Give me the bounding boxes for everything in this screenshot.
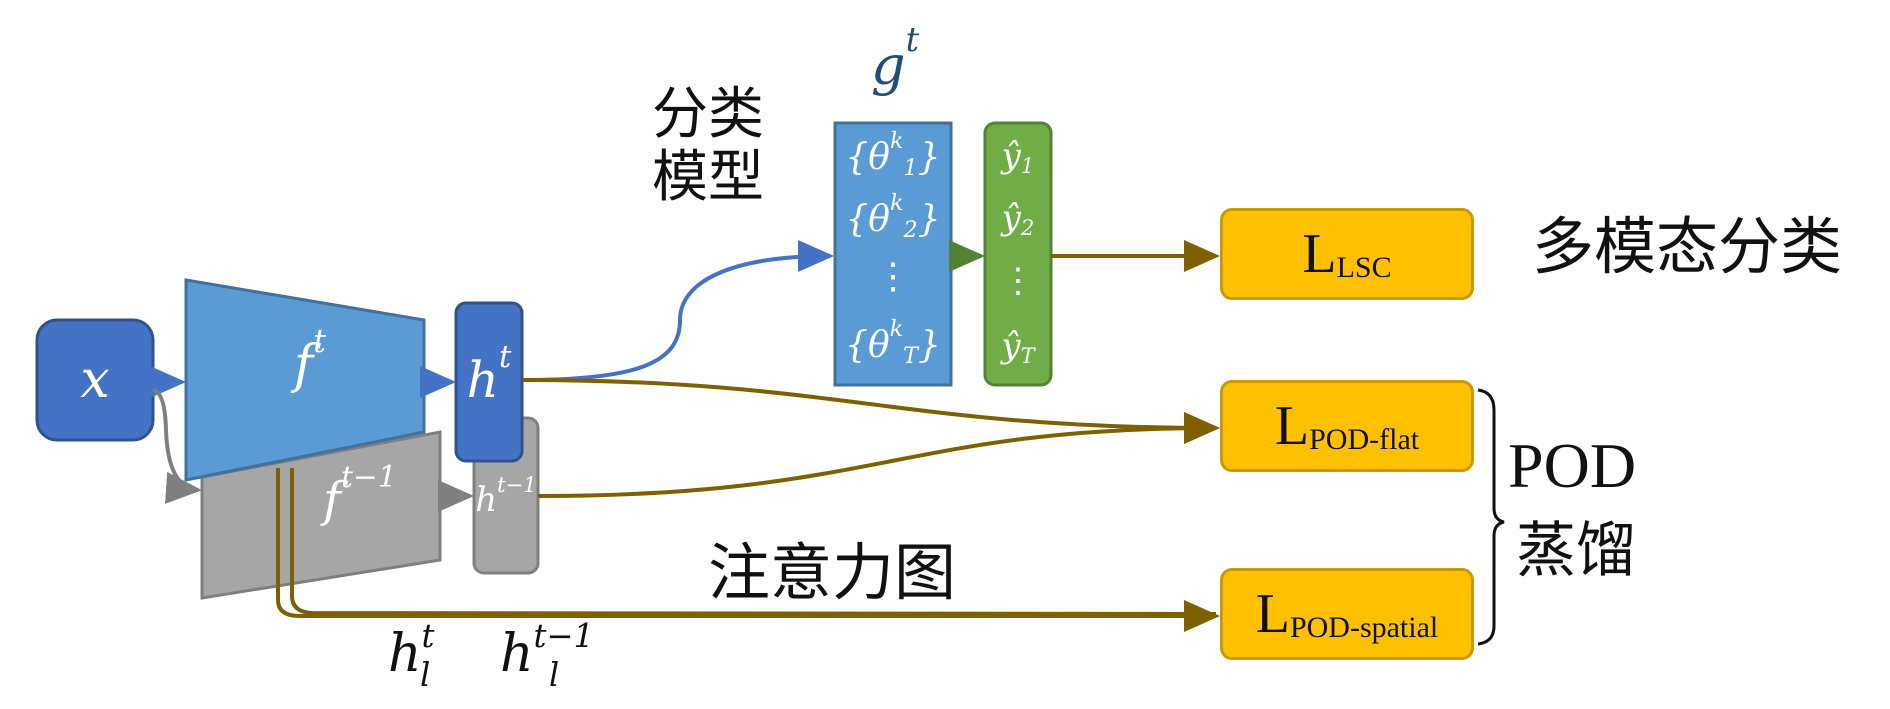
arrow-old-feature-to-pod-flat bbox=[537, 412, 1220, 498]
attention-map-label: 注意力图 bbox=[708, 536, 957, 609]
output-3-base: ŷ bbox=[1001, 326, 1021, 366]
param-2-sup: k bbox=[889, 190, 904, 217]
param-2-sub: 2 bbox=[903, 216, 918, 243]
param-1-close: } bbox=[917, 137, 941, 178]
param-3-sub: T bbox=[903, 342, 919, 369]
param-3-close: } bbox=[918, 325, 941, 366]
new-encoder-base: f bbox=[293, 335, 314, 395]
output-1-base: ŷ bbox=[1001, 136, 1021, 176]
intermediate-old-sub: l bbox=[548, 655, 560, 694]
intermediate-new-sup: t bbox=[421, 616, 435, 655]
pod-label: POD bbox=[1508, 434, 1636, 498]
intermediate-old-base: h bbox=[500, 624, 534, 684]
arrow-feature-to-pod-flat bbox=[521, 378, 1220, 444]
new-feature-base: h bbox=[466, 351, 499, 409]
old-feature-sup: t−1 bbox=[497, 471, 537, 497]
loss-pod-spatial-main: L bbox=[1255, 583, 1290, 645]
new-feature-sup: t bbox=[498, 338, 512, 375]
input-label: x bbox=[80, 350, 110, 410]
input-node: x bbox=[37, 320, 153, 440]
intermediate-old-sup: t−1 bbox=[533, 616, 594, 655]
multimodal-classification-label: 多模态分类 bbox=[1532, 210, 1843, 283]
param-1-base: {θ bbox=[845, 137, 890, 178]
classifier-caption: 分类 模型 bbox=[652, 82, 764, 210]
arrow-new-attention-to-pod-spatial bbox=[276, 468, 1220, 632]
classifier-dots: ⋮ bbox=[835, 252, 951, 302]
param-3-base: {θ bbox=[845, 325, 890, 366]
classifier-caption-line2: 模型 bbox=[652, 144, 764, 210]
arrow-feature-to-classifier bbox=[521, 240, 834, 382]
output-2-sub: 2 bbox=[1020, 214, 1035, 240]
output-3-sub: T bbox=[1020, 342, 1035, 368]
intermediate-old-label: ht−1l bbox=[500, 620, 594, 691]
param-2-base: {θ bbox=[845, 199, 890, 240]
new-encoder-shape bbox=[184, 278, 426, 482]
classifier-dots-glyph: ⋮ bbox=[875, 256, 911, 297]
output-1-sub: 1 bbox=[1020, 152, 1035, 178]
old-encoder-shape bbox=[200, 430, 442, 600]
intermediate-new-label: htl bbox=[388, 620, 434, 691]
param-3-sup: k bbox=[889, 316, 904, 343]
arrow-old-attention-to-pod-spatial bbox=[290, 468, 1217, 616]
arrow-input-to-old-encoder bbox=[152, 388, 202, 504]
outputs-dots: ⋮ bbox=[985, 256, 1051, 306]
pod-label-line1: POD bbox=[1508, 430, 1637, 501]
new-encoder-sup: t bbox=[313, 321, 327, 360]
loss-pod-flat-main: L bbox=[1274, 395, 1310, 457]
param-1-sub: 1 bbox=[903, 154, 918, 181]
outputs-dots-glyph: ⋮ bbox=[1001, 261, 1035, 301]
old-encoder-sup: t−1 bbox=[340, 460, 397, 496]
loss-pod-spatial-sub: POD-spatial bbox=[1289, 611, 1439, 644]
classifier-title-base: g bbox=[870, 33, 906, 97]
loss-pod-flat-sub: POD-flat bbox=[1309, 423, 1420, 456]
loss-lsc-sub: LSC bbox=[1336, 251, 1392, 284]
intermediate-new-sub: l bbox=[419, 655, 431, 694]
param-2-close: } bbox=[917, 199, 941, 240]
intermediate-new-base: h bbox=[388, 624, 422, 684]
classifier-caption-line1: 分类 bbox=[652, 82, 764, 147]
param-1-sup: k bbox=[889, 128, 904, 155]
old-feature-base: h bbox=[475, 480, 498, 520]
loss-lsc-main: L bbox=[1302, 223, 1337, 285]
pod-brace bbox=[1477, 388, 1505, 646]
classifier-title-sup: t bbox=[905, 20, 920, 60]
old-encoder-base: f bbox=[323, 472, 341, 528]
output-2-base: ŷ bbox=[1001, 198, 1021, 238]
pod-distill-label: 蒸馏 bbox=[1516, 516, 1636, 586]
classifier-shape bbox=[833, 121, 953, 387]
